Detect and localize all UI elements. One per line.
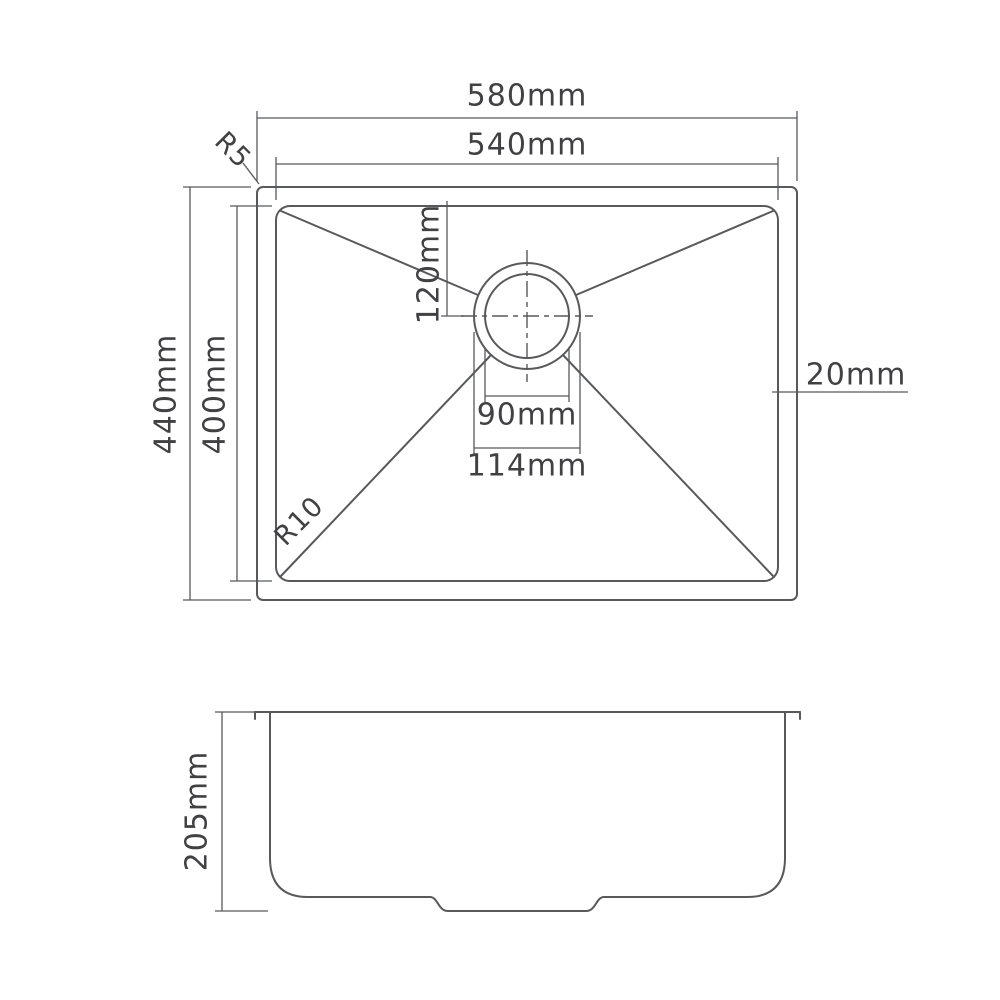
crease-bottom-left (280, 354, 492, 577)
dim-rim-width: 20mm (772, 358, 908, 399)
dim-label-side-depth: 205mm (180, 751, 215, 872)
dim-drain-diameter: 90mm (477, 348, 578, 433)
side-view: 205mm (180, 711, 801, 912)
radius-leader-line (242, 162, 260, 185)
dim-flange-diameter: 114mm (467, 332, 588, 484)
dim-label-bowl-corner-radius: R10 (268, 490, 330, 552)
dim-side-depth: 205mm (180, 711, 268, 912)
outer-rim-rect (256, 186, 798, 601)
dim-label-flange-diameter: 114mm (467, 449, 588, 484)
dim-bowl-depth: 400mm (198, 205, 272, 582)
bowl-profile (269, 711, 786, 912)
dim-label-overall-width: 580mm (467, 79, 588, 114)
dim-label-drain-offset: 120mm (412, 204, 447, 325)
dim-overall-depth: 440mm (149, 186, 251, 601)
dim-label-bowl-depth: 400mm (198, 334, 233, 455)
dim-overall-width: 580mm (256, 79, 798, 181)
crease-bottom-right (562, 354, 774, 577)
dim-outer-corner-radius: R5 (208, 126, 260, 185)
crease-top-right (575, 210, 774, 296)
dim-label-drain-diameter: 90mm (477, 398, 578, 433)
dim-label-outer-corner-radius: R5 (208, 126, 257, 175)
bowl-crease-lines (280, 210, 774, 577)
dim-label-rim-width: 20mm (806, 358, 907, 393)
dim-bowl-corner-radius: R10 (268, 490, 330, 552)
dim-label-overall-depth: 440mm (149, 334, 184, 455)
dim-label-bowl-width: 540mm (467, 128, 588, 163)
drain (461, 250, 593, 382)
top-view: 580mm 540mm 440mm 400mm 120mm (149, 79, 908, 601)
dim-drain-offset: 120mm (412, 201, 464, 325)
crease-top-left (280, 210, 479, 296)
dim-bowl-width: 540mm (275, 128, 779, 200)
